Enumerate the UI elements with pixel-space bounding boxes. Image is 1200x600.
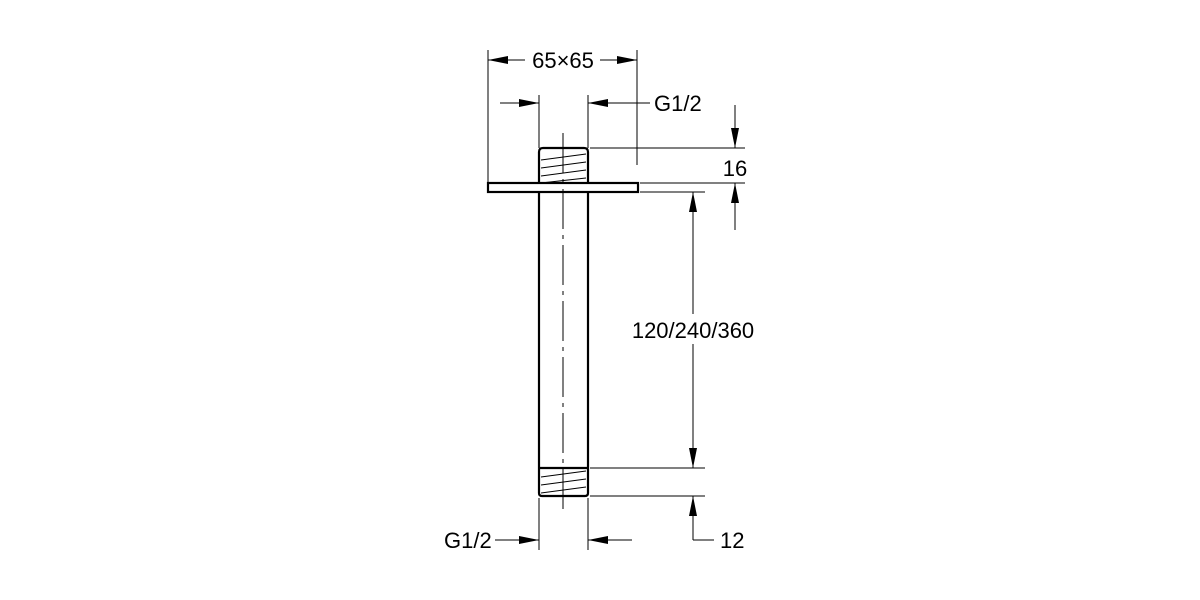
flange-size-label: 65×65 (532, 48, 594, 73)
bottom-thread-length-label: 12 (720, 528, 744, 553)
flange (486, 181, 640, 194)
bottom-thread-label: G1/2 (444, 528, 492, 553)
top-thread (537, 146, 590, 184)
bottom-thread-length-dimension: 12 (590, 495, 744, 553)
top-thread-length-dimension: 16 (590, 105, 747, 230)
top-thread-label: G1/2 (654, 91, 702, 116)
top-thread-dimension: G1/2 (500, 91, 702, 148)
flange-size-dimension: 65×65 (487, 48, 638, 183)
top-thread-length-label: 16 (723, 156, 747, 181)
bottom-thread-dimension: G1/2 (444, 498, 632, 553)
bottom-thread (537, 468, 590, 498)
arm-length-label: 120/240/360 (632, 318, 754, 343)
tube (537, 192, 590, 470)
arm-length-dimension: 120/240/360 (590, 191, 756, 469)
